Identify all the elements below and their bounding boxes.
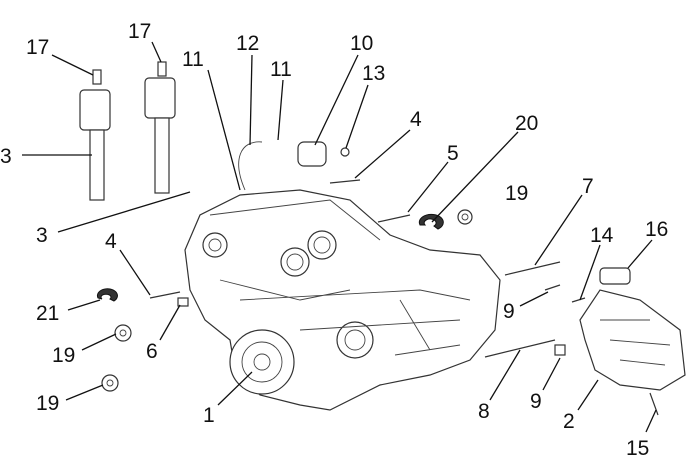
callout-9: 9 [503,300,515,323]
callout-17: 17 [26,36,49,59]
callout-20: 20 [515,112,538,135]
bolt-4b [149,291,181,299]
engine-assembly [184,189,501,411]
callout-19: 19 [36,392,59,415]
ignition-coil-right [144,77,176,194]
bolt-17a [92,69,102,85]
callout-4: 4 [105,230,117,253]
callout-9: 9 [530,390,542,413]
callout-3: 3 [36,224,48,247]
callout-17: 17 [128,20,151,43]
leader-lines [22,41,657,433]
bolt-8 [484,339,556,358]
callout-11: 11 [270,58,292,81]
callout-11: 11 [182,48,204,71]
bolt-17b [157,61,167,77]
washer-19b [114,324,132,342]
callout-12: 12 [236,32,259,55]
spacer-9b [554,344,566,356]
callout-4: 4 [410,108,422,131]
callout-1: 1 [203,404,215,427]
callout-8: 8 [478,400,490,423]
hose [238,141,263,191]
bolt-5 [377,214,411,223]
clamp-21 [96,288,118,302]
callout-labels: 17 17 3 3 11 12 11 10 13 4 5 20 19 7 4 2… [0,20,668,460]
spacer-9a [544,284,561,291]
callout-6: 6 [146,340,158,363]
callout-13: 13 [362,62,385,85]
bolt-15 [649,392,659,416]
callout-15: 15 [626,437,649,460]
bolt-4 [329,179,361,184]
washer-19c [101,374,119,392]
callout-19: 19 [505,182,528,205]
clamp-20 [418,213,444,230]
callout-10: 10 [350,32,373,55]
clip-13 [340,147,350,157]
callout-14: 14 [590,224,614,247]
cover-2 [579,289,686,391]
callout-7: 7 [582,175,594,198]
callout-3: 3 [0,145,12,168]
washer-19a [457,209,473,225]
rod-7 [504,261,561,276]
callout-19: 19 [52,344,75,367]
callout-16: 16 [645,218,668,241]
ignition-coil-left [79,89,111,201]
bolt-14 [571,297,586,303]
sensor-16 [599,267,631,285]
callout-21: 21 [36,302,59,325]
callout-5: 5 [447,142,459,165]
valve-10 [297,141,327,167]
callout-2: 2 [563,410,575,433]
sensor-6 [177,297,189,307]
